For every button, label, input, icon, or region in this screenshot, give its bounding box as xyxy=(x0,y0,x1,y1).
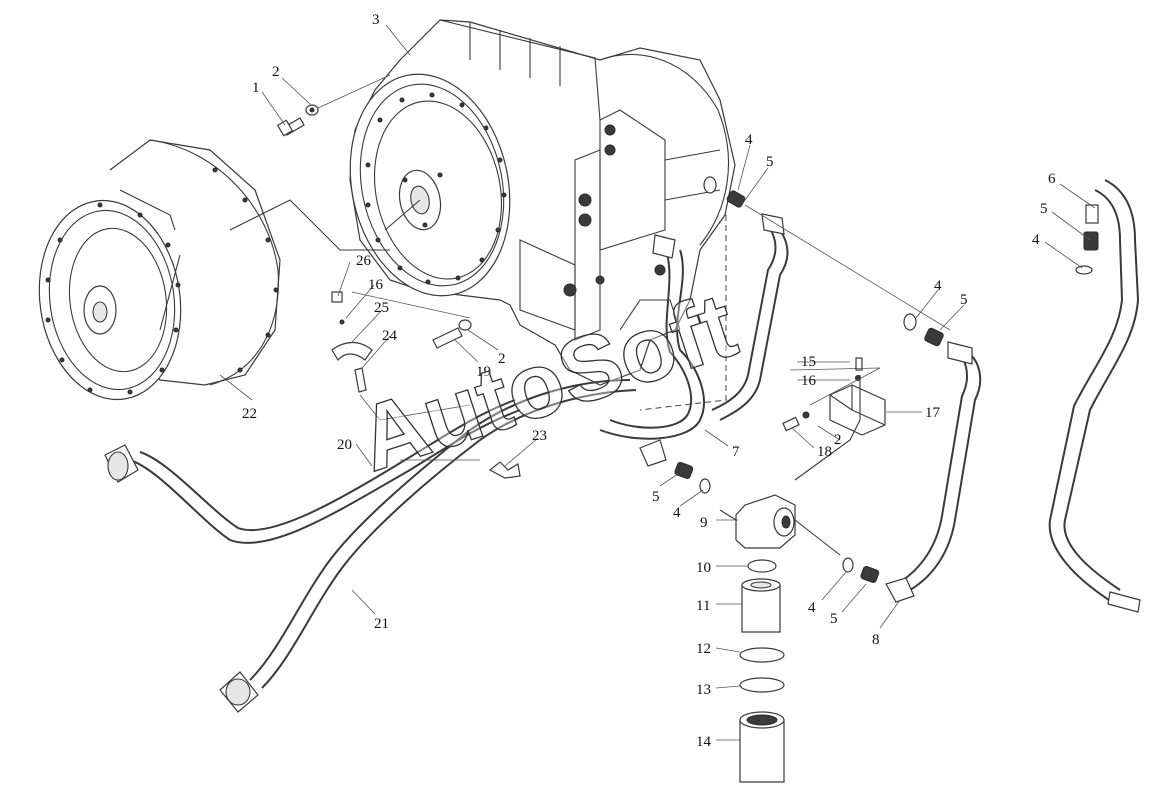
hose-7 xyxy=(599,234,705,467)
small-parts-left xyxy=(331,291,521,479)
label-8: 8 xyxy=(872,632,880,648)
hose-8 xyxy=(885,341,982,603)
converter-housing xyxy=(38,139,390,401)
label-16: 16 xyxy=(801,373,817,389)
fittings-bottom xyxy=(674,461,880,583)
hose-right xyxy=(1048,179,1141,613)
label-7: 7 xyxy=(732,444,740,460)
label-14: 14 xyxy=(696,734,712,750)
fittings-top xyxy=(703,176,1099,347)
leader-lines xyxy=(219,24,1096,741)
label-2: 2 xyxy=(498,351,506,367)
label-5: 5 xyxy=(1040,201,1048,217)
label-4: 4 xyxy=(673,505,681,521)
label-26: 26 xyxy=(356,253,372,269)
label-22: 22 xyxy=(242,406,257,422)
label-5: 5 xyxy=(960,292,968,308)
label-6: 6 xyxy=(1048,171,1056,187)
label-12: 12 xyxy=(696,641,711,657)
label-16: 16 xyxy=(368,277,384,293)
label-2: 2 xyxy=(272,64,280,80)
label-20: 20 xyxy=(337,437,352,453)
label-15: 15 xyxy=(801,354,816,370)
label-11: 11 xyxy=(696,598,710,614)
label-2: 2 xyxy=(834,432,842,448)
label-3: 3 xyxy=(372,12,380,28)
label-4: 4 xyxy=(1032,232,1040,248)
label-21: 21 xyxy=(374,616,389,632)
bolt-and-washer xyxy=(276,74,391,137)
bracket-17 xyxy=(782,357,886,481)
label-13: 13 xyxy=(696,682,711,698)
callout-labels: 1 2 3 4 5 6 5 4 4 5 15 16 17 18 2 26 16 … xyxy=(242,12,1056,750)
label-25: 25 xyxy=(374,300,389,316)
label-24: 24 xyxy=(382,328,398,344)
label-5: 5 xyxy=(766,154,774,170)
label-17: 17 xyxy=(925,405,941,421)
transmission-housing xyxy=(349,19,736,386)
label-9: 9 xyxy=(700,515,708,531)
label-23: 23 xyxy=(532,428,547,444)
label-4: 4 xyxy=(934,278,942,294)
label-18: 18 xyxy=(817,444,832,460)
label-19: 19 xyxy=(476,364,491,380)
label-5: 5 xyxy=(830,611,838,627)
filter-assembly xyxy=(719,494,841,783)
label-10: 10 xyxy=(696,560,711,576)
label-1: 1 xyxy=(252,80,260,96)
label-4: 4 xyxy=(808,600,816,616)
label-5: 5 xyxy=(652,489,660,505)
hose-21 xyxy=(219,379,637,713)
label-4: 4 xyxy=(745,132,753,148)
